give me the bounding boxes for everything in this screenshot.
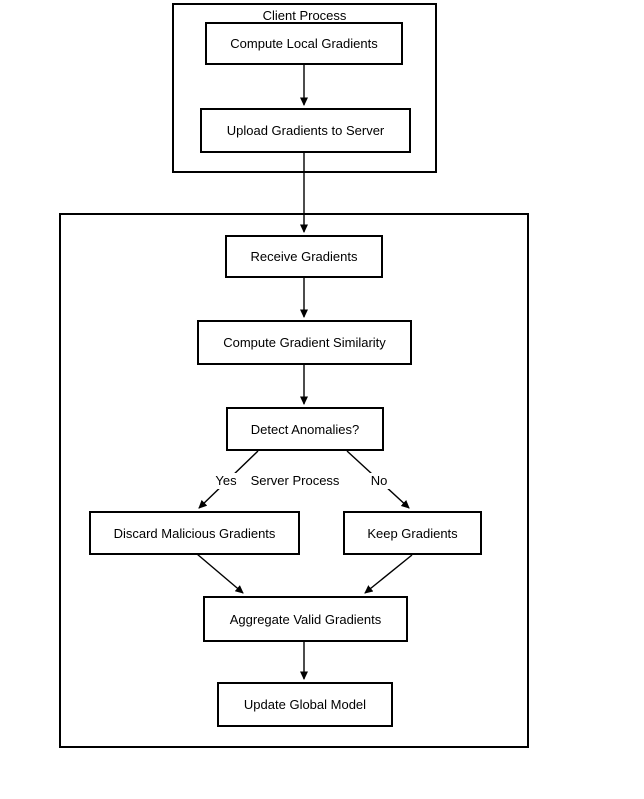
server-process-container: [59, 213, 529, 748]
node-aggregate-valid-gradients: Aggregate Valid Gradients: [203, 596, 408, 642]
node-detect-anomalies: Detect Anomalies?: [226, 407, 384, 451]
arrow-keep-to-aggregate: [364, 554, 413, 594]
arrow-discard-to-aggregate: [196, 553, 244, 594]
node-keep-gradients: Keep Gradients: [343, 511, 482, 555]
node-receive-gradients: Receive Gradients: [225, 235, 383, 278]
branch-label-yes: Yes: [210, 473, 242, 489]
branch-label-no: No: [363, 473, 395, 489]
node-discard-malicious-gradients: Discard Malicious Gradients: [89, 511, 300, 555]
server-process-title: Server Process: [243, 473, 347, 489]
node-update-global-model: Update Global Model: [217, 682, 393, 727]
node-compute-gradient-similarity: Compute Gradient Similarity: [197, 320, 412, 365]
client-process-title: Client Process: [262, 8, 347, 23]
node-upload-gradients-to-server: Upload Gradients to Server: [200, 108, 411, 153]
node-compute-local-gradients: Compute Local Gradients: [205, 22, 403, 65]
